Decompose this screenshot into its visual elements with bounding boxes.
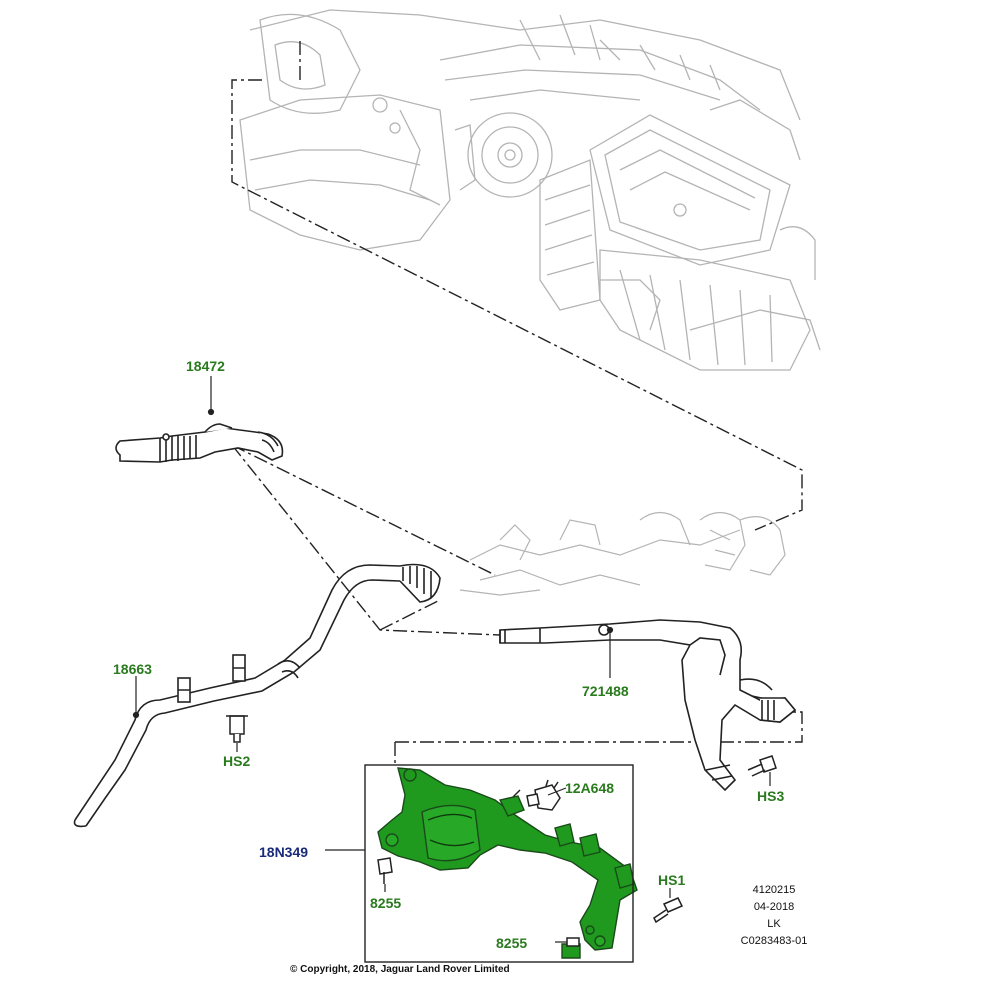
reference-line-4: C0283483-01: [740, 935, 808, 947]
pipe-721488: [499, 619, 797, 792]
part-label-721488: 721488: [582, 683, 629, 699]
copyright-notice: © Copyright, 2018, Jaguar Land Rover Lim…: [290, 964, 510, 975]
part-label-18472: 18472: [186, 358, 225, 374]
part-label-hs1: HS1: [658, 872, 686, 888]
bolt-hs2: [226, 715, 248, 743]
bolt-hs3: [747, 755, 777, 777]
reference-line-2: 04-2018: [753, 901, 795, 913]
bolt-8255-lower: [566, 937, 580, 947]
manifold-group-box: [364, 764, 634, 963]
hose-18663: [73, 563, 441, 828]
reference-line-3: LK: [767, 918, 781, 930]
part-label-hs3: HS3: [757, 788, 785, 804]
reference-block: 4120215 04-2018 LK C0283483-01: [724, 884, 824, 948]
bolt-8255-upper: [377, 857, 393, 884]
water-manifold-18n349: [377, 767, 638, 959]
part-label-18663: 18663: [113, 661, 152, 677]
part-label-12a648: 12A648: [565, 780, 615, 796]
part-label-hs2: HS2: [223, 753, 251, 769]
part-label-18n349: 18N349: [259, 844, 309, 860]
bolt-hs1: [653, 897, 684, 924]
engine-connection-background: [459, 511, 786, 596]
hvac-assembly-background: [239, 9, 821, 371]
reference-line-1: 4120215: [752, 884, 796, 896]
connector-lines: [231, 40, 803, 801]
leader-lines: [132, 376, 771, 943]
part-label-8255-upper: 8255: [370, 895, 402, 911]
sensor-12a648: [526, 779, 561, 811]
part-label-8255-lower: 8255: [496, 935, 528, 951]
hose-18472: [115, 423, 284, 463]
